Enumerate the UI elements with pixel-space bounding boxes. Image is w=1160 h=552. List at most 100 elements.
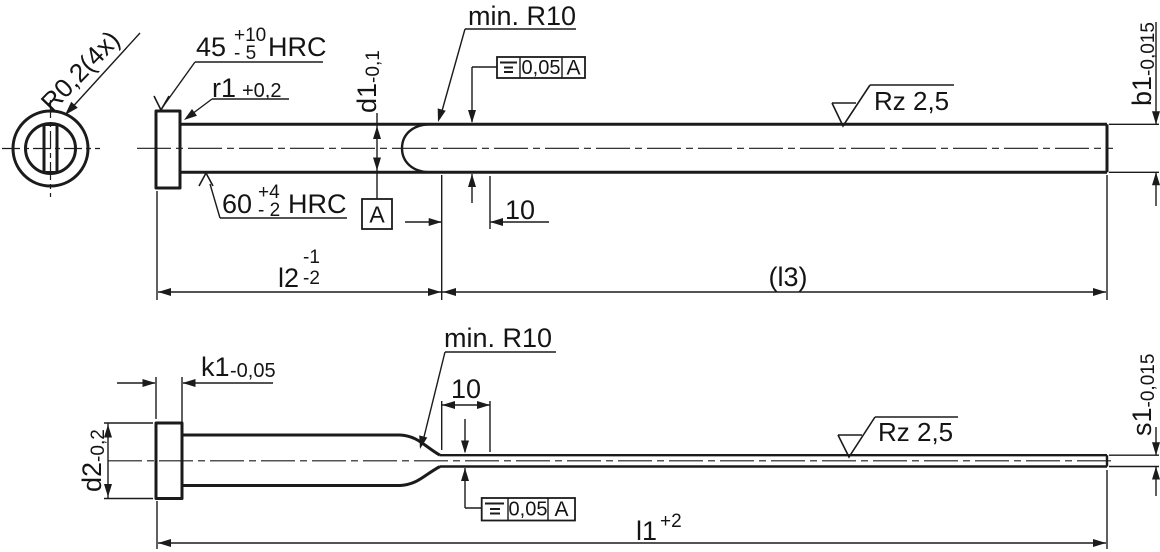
r1-name: r1: [212, 73, 236, 103]
arrow-left-icon: [182, 379, 196, 387]
arrow-right-icon: [428, 288, 441, 296]
b1-label: b1-0,015: [1127, 22, 1159, 106]
min-radius-note-bottom: min. R10: [419, 323, 556, 449]
arrow-left-icon: [158, 288, 171, 296]
l3-label: (l3): [769, 262, 808, 292]
hardness-value: 45: [196, 32, 226, 62]
arrow-right-icon: [477, 401, 490, 409]
fcf-datum: A: [566, 57, 580, 80]
hardness-tol-down: - 5: [234, 43, 256, 64]
min-radius-text: min. R10: [468, 1, 576, 31]
hardness-tol-up: +10: [234, 25, 266, 46]
hardness-value: 60: [222, 189, 252, 219]
leader-line: [439, 28, 466, 119]
dim-10-bottom: 10: [441, 374, 491, 452]
arrow-up-icon: [461, 468, 469, 481]
roughness-value: Rz 2,5: [878, 417, 953, 447]
hardness-unit: HRC: [268, 32, 327, 62]
length-dimensions-top: l2 -1 -2 (l3): [156, 175, 1108, 300]
shaft-bottom-edge-taper: [182, 465, 441, 487]
feature-control-frame-bottom: 0,05 A: [461, 419, 576, 522]
arrow-down-icon: [104, 484, 112, 497]
d2-name: d2: [77, 462, 107, 492]
d1-tol: -0,1: [363, 50, 384, 83]
arrow-right-icon: [142, 379, 156, 387]
datum-letter: A: [369, 202, 385, 228]
surface-finish-bottom: Rz 2,5: [837, 416, 958, 459]
arrow-down-icon: [461, 440, 469, 454]
leader-arrow-icon: [65, 101, 78, 115]
surface-finish-icon: [837, 416, 958, 459]
datum-box: [361, 198, 393, 230]
r1-tol: +0,2: [242, 80, 281, 102]
d2-tol: -0,2: [88, 429, 109, 462]
k1-dimension: k1 -0,05: [117, 352, 276, 431]
dim-10-top: 10: [405, 175, 549, 300]
arrow-left-icon: [490, 218, 503, 226]
leader-arrow-icon: [419, 435, 428, 449]
d1-dimension: d1-0,1 A: [352, 50, 393, 230]
head-hardness-label: 45 +10 - 5 HRC: [153, 25, 327, 112]
corner-radius-leader: [67, 32, 141, 113]
side-view-bottom: k1 -0,05 d2-0,2 min. R10 10: [77, 323, 1160, 549]
fcf-tolerance: 0,05: [509, 499, 548, 521]
s1-tol: -0,015: [1138, 354, 1159, 408]
leader-arrow-icon: [437, 108, 446, 122]
roughness-value: Rz 2,5: [874, 86, 949, 116]
fcf-frame: [480, 497, 576, 522]
side-view-top: 45 +10 - 5 HRC r1 +0,2 60 +4 - 2 HRC: [137, 1, 1160, 300]
symmetry-icon: [485, 502, 504, 515]
d1-label: d1-0,1: [352, 50, 384, 113]
head-circle: [11, 109, 90, 188]
s1-name: s1: [1127, 407, 1157, 436]
min-radius-note-top: min. R10: [437, 1, 576, 122]
corner-radius-note: R0,2(4x): [35, 25, 126, 118]
s1-label: s1-0,015: [1127, 354, 1159, 436]
surface-hardness-label: 60 +4 - 2 HRC: [198, 171, 347, 221]
arrow-left-icon: [158, 539, 171, 547]
blade-start-round-contour: [400, 123, 432, 174]
arrow-down-icon: [1152, 111, 1160, 125]
surface-finish-top: Rz 2,5: [831, 84, 954, 128]
dim-10-value: 10: [505, 195, 535, 225]
arrow-down-icon: [1152, 442, 1160, 456]
leader-line: [161, 61, 196, 109]
feature-control-frame-top: 0,05 A: [468, 56, 586, 203]
s1-dimension: s1-0,015: [1109, 354, 1160, 496]
leader-arrow-icon: [184, 109, 197, 120]
b1-tol: -0,015: [1138, 22, 1159, 76]
arrow-right-icon: [428, 218, 442, 226]
arrow-up-icon: [104, 424, 112, 438]
arrow-up-icon: [373, 126, 381, 139]
fcf-datum: A: [554, 498, 568, 521]
min-radius-text: min. R10: [444, 323, 552, 353]
b1-name: b1: [1127, 76, 1157, 106]
arrow-left-icon: [443, 288, 456, 296]
open-arrow-icon: [153, 95, 170, 112]
leader-line: [209, 183, 221, 219]
d1-name: d1: [352, 83, 382, 113]
arrow-left-icon: [442, 401, 455, 409]
k1-name: k1: [201, 352, 230, 382]
arrow-up-icon: [1152, 172, 1160, 186]
l1-name: l1: [636, 516, 657, 546]
l2-tol-down: -2: [303, 268, 320, 289]
l1-dimension: l1 +2: [156, 470, 1108, 549]
fcf-tolerance: 0,05: [522, 57, 561, 79]
arrow-down-icon: [373, 157, 381, 171]
leader-line: [421, 351, 446, 446]
shaft-top-edge-taper: [182, 433, 441, 457]
hardness-unit: HRC: [288, 189, 347, 219]
end-view: R0,2(4x): [2, 25, 141, 197]
l2-tol-up: -1: [303, 247, 320, 268]
hardness-tol-down: - 2: [258, 200, 280, 221]
d2-dimension: d2-0,2: [77, 422, 153, 500]
arrow-up-icon: [1152, 466, 1160, 480]
l2-name: l2: [278, 263, 299, 293]
symmetry-icon: [500, 61, 517, 73]
open-arrow-icon: [198, 171, 214, 187]
d2-label: d2-0,2: [77, 429, 109, 492]
arrow-right-icon: [1093, 288, 1106, 296]
